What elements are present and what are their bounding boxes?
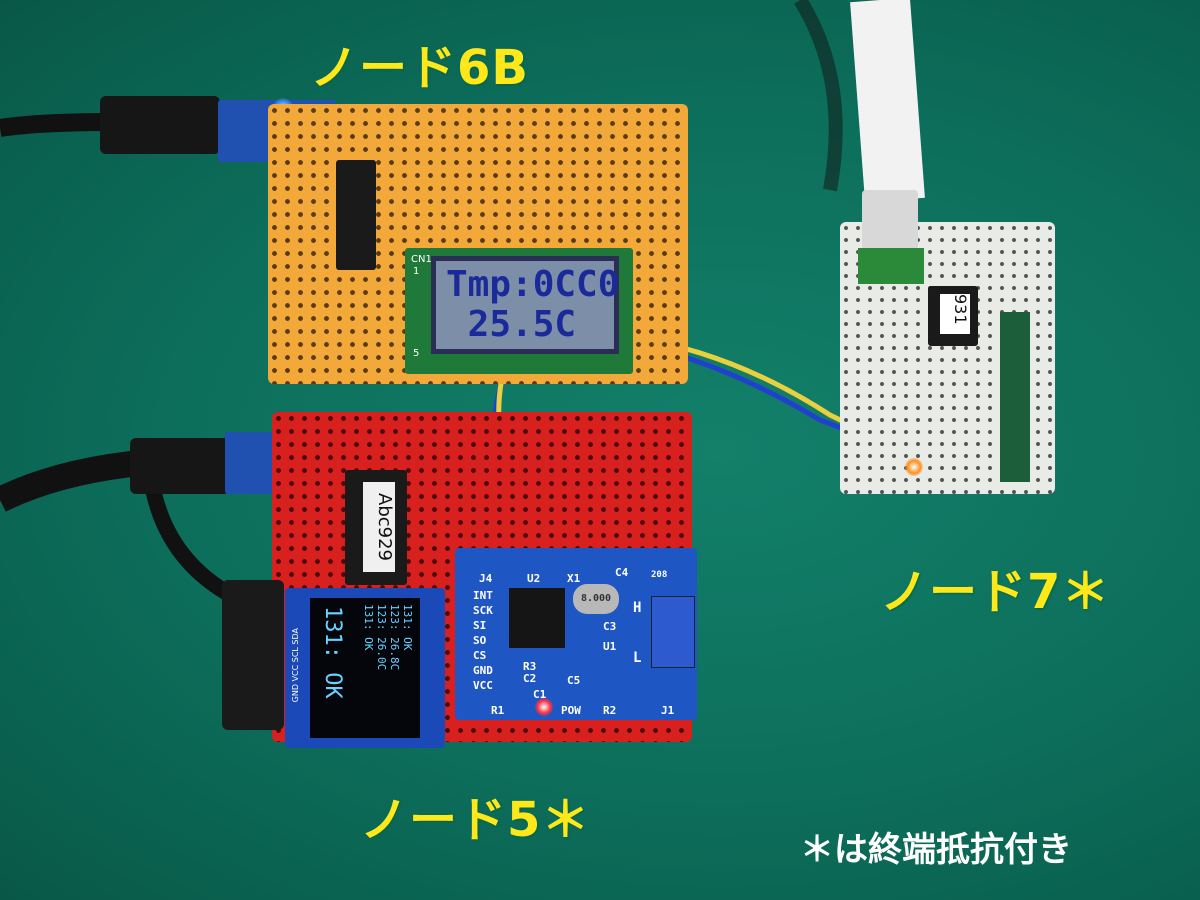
lcd-module: CN1 1 5 Tmp:0CC0 25.5C [405, 248, 633, 374]
can-pin-gnd: GND [473, 664, 493, 677]
label-node5: ノード5＊ [360, 792, 591, 848]
lcd-line-2: 25.5C [446, 304, 577, 345]
can-j4-label: J4 [479, 572, 493, 585]
can-code-label: 208 [651, 570, 668, 580]
lcd-pin-first: 1 [413, 266, 420, 277]
ic-label-node5: Abc929 [363, 482, 395, 572]
crystal: 8.000 [573, 584, 619, 614]
can-pin-vcc: VCC [473, 679, 493, 692]
can-r3-label: R3 [523, 660, 537, 673]
power-led [535, 698, 553, 716]
led-node7 [905, 458, 923, 476]
usb-cable-node6b [0, 113, 111, 137]
microcontroller-node6b [336, 160, 376, 270]
oled-line: 131: OK [401, 604, 414, 651]
ic-label-node7: 931 [940, 294, 970, 334]
can-c5-label: C5 [567, 674, 581, 687]
oled-line: 123: 26.0C [375, 604, 388, 671]
oled-big-line: 131: OK [320, 606, 345, 699]
can-pin-sck: SCK [473, 604, 493, 617]
can-c2-label: C2 [523, 672, 537, 685]
oled-small-lines: 131: OK 123: 26.8C 123: 26.0C 131: OK [362, 604, 414, 670]
footnote: ＊は終端抵抗付き [800, 830, 1072, 870]
usb-breakout-node7 [858, 248, 924, 284]
can-c3-label: C3 [603, 620, 617, 633]
can-module: J4 U2 X1 C4 208 INT SCK SI SO CS GND VCC… [455, 548, 697, 720]
can-j1-label: J1 [661, 704, 675, 717]
shadow-cable [794, 0, 843, 192]
can-h-label: H [633, 600, 642, 616]
oled-line: 131: OK [362, 604, 375, 651]
can-x1-label: X1 [567, 572, 581, 585]
can-pow-label: POW [561, 704, 581, 717]
can-pin-cs: CS [473, 649, 487, 662]
usb-cable-node7 [850, 0, 925, 203]
usb-cable-node5 [0, 449, 152, 512]
can-pin-int: INT [473, 589, 493, 602]
can-r2-label: R2 [603, 704, 617, 717]
can-u1-label: U1 [603, 640, 617, 653]
oled-pin-labels: GND VCC SCL SDA [291, 628, 300, 703]
usb-c-plug [222, 580, 284, 730]
can-r1-label: R1 [491, 704, 505, 717]
mcp2515-chip [509, 588, 565, 648]
can-u2-label: U2 [527, 572, 541, 585]
usb-plug-node5 [130, 438, 230, 494]
lcd-screen: Tmp:0CC0 25.5C [431, 256, 619, 354]
label-node7: ノード7＊ [880, 564, 1111, 620]
can-c1-label: C1 [533, 688, 547, 701]
lcd-line-1: Tmp:0CC0 [446, 264, 620, 305]
microcontroller-node5: Abc929 [345, 470, 407, 585]
oled-screen: 131: OK 123: 26.8C 123: 26.0C 131: OK 13… [310, 598, 420, 738]
ic-node7: 931 [928, 286, 978, 346]
lcd-pin-last: 5 [413, 348, 420, 359]
oled-module: GND VCC SCL SDA 131: OK 123: 26.8C 123: … [285, 588, 445, 748]
can-pin-si: SI [473, 619, 487, 632]
can-pin-labels: INT SCK SI SO CS GND VCC [473, 588, 493, 693]
transceiver-module-node7 [1000, 312, 1030, 482]
lcd-connector-label: CN1 [411, 254, 432, 265]
can-l-label: L [633, 650, 642, 666]
label-node6b: ノード6B [310, 40, 529, 96]
usb-plug-node7 [862, 190, 918, 250]
screw-terminal [651, 596, 695, 668]
oled-line: 123: 26.8C [388, 604, 401, 671]
can-pin-so: SO [473, 634, 487, 647]
can-c4-label: C4 [615, 566, 629, 579]
usb-plug-node6b [100, 96, 220, 154]
